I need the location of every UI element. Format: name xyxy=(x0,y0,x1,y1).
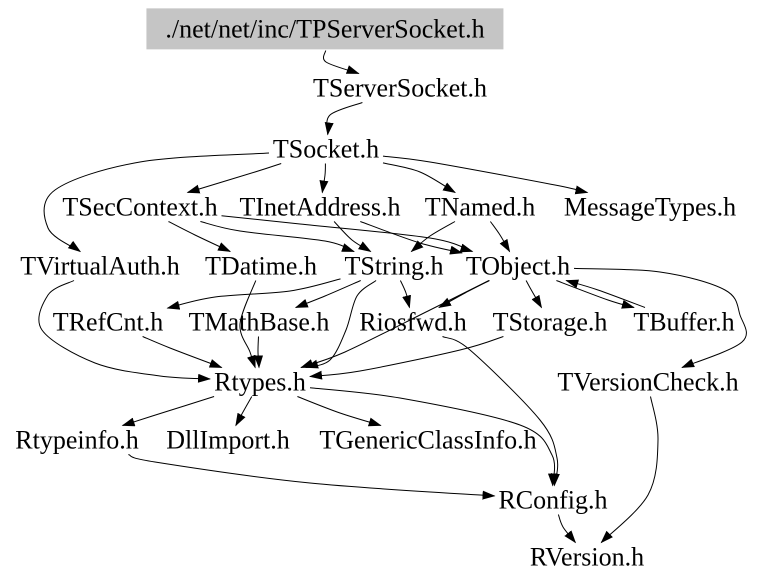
edge-TString-Riosfwd xyxy=(399,280,411,309)
node-Riosfwd[interactable]: Riosfwd.h xyxy=(359,307,467,337)
edge-TInetAddress-TString xyxy=(333,221,372,253)
edge-TSocket-TSecContext xyxy=(186,163,282,194)
edge-Riosfwd-RConfig xyxy=(442,336,560,487)
edge-TObject-TBuffer xyxy=(556,280,635,309)
edge-TServerSocket-TSocket xyxy=(324,102,363,136)
node-TGenericClassInfo[interactable]: TGenericClassInfo.h xyxy=(319,425,537,455)
node-TServerSocket[interactable]: TServerSocket.h xyxy=(312,73,488,103)
node-RVersion[interactable]: RVersion.h xyxy=(529,542,645,572)
node-TString[interactable]: TString.h xyxy=(344,251,444,281)
node-TVirtualAuth[interactable]: TVirtualAuth.h xyxy=(20,251,180,281)
edge-TSocket-TInetAddress xyxy=(319,163,329,194)
edge-Rtypes-Rtypeinfo xyxy=(121,396,215,427)
node-TObject[interactable]: TObject.h xyxy=(465,251,571,281)
edge-TSecContext-TString xyxy=(200,221,355,252)
edge-TSecContext-TDatime xyxy=(168,221,232,252)
node-RConfig[interactable]: RConfig.h xyxy=(498,485,608,515)
edge-Rtypes-DllImport xyxy=(235,396,253,427)
edge-TRefCnt-Rtypes xyxy=(142,336,223,368)
edge-TVirtualAuth-Rtypes xyxy=(38,280,211,383)
edge-TSocket-TVirtualAuth xyxy=(43,152,270,253)
edge-Rtypes-TGenericClassInfo xyxy=(297,396,382,427)
edge-TSocket-TNamed xyxy=(382,162,456,194)
node-TSocket[interactable]: TSocket.h xyxy=(272,134,380,164)
node-TMathBase[interactable]: TMathBase.h xyxy=(188,307,330,337)
node-TSecContext[interactable]: TSecContext.h xyxy=(62,192,218,222)
edge-Rtypeinfo-RConfig xyxy=(128,454,496,500)
edge-TVersionCheck-RVersion xyxy=(600,396,659,544)
node-TStorage[interactable]: TStorage.h xyxy=(492,307,608,337)
node-Rtypeinfo[interactable]: Rtypeinfo.h xyxy=(15,425,139,455)
edge-TNamed-TObject xyxy=(489,221,511,253)
node-DllImport[interactable]: DllImport.h xyxy=(166,425,290,455)
edge-TStorage-Rtypes xyxy=(309,336,504,380)
edge-TObject-TVersionCheck xyxy=(573,267,747,368)
edge-TString-Rtypes xyxy=(305,280,377,369)
edge-TDatime-Rtypes xyxy=(239,280,257,369)
edge-TObject-TStorage xyxy=(525,280,543,309)
node-TDatime[interactable]: TDatime.h xyxy=(205,251,317,281)
edge-TBuffer-TObject xyxy=(565,279,646,308)
node-TInetAddress[interactable]: TInetAddress.h xyxy=(239,192,401,222)
edge-Rtypes-RConfig xyxy=(309,387,557,487)
node-Rtypes[interactable]: Rtypes.h xyxy=(214,367,306,397)
edge-TString-TMathBase xyxy=(294,280,361,308)
edge-TSocket-MessageTypes xyxy=(382,155,589,195)
edge-RConfig-RVersion xyxy=(557,514,577,544)
node-TVersionCheck[interactable]: TVersionCheck.h xyxy=(557,367,739,397)
edge-TMathBase-Rtypes xyxy=(254,336,264,369)
edge-TObject-Rtypes xyxy=(300,280,490,368)
node-MessageTypes[interactable]: MessageTypes.h xyxy=(563,192,737,222)
node-TRefCnt[interactable]: TRefCnt.h xyxy=(52,307,164,337)
edge-TSecContext-TObject xyxy=(221,215,474,253)
node-TNamed[interactable]: TNamed.h xyxy=(424,192,536,222)
edge-TString-TRefCnt xyxy=(166,278,341,310)
edge-TNamed-TString xyxy=(410,221,456,253)
node-root: ./net/net/inc/TPServerSocket.h xyxy=(146,8,504,50)
edge-root-TServerSocket xyxy=(322,50,360,74)
node-TBuffer[interactable]: TBuffer.h xyxy=(633,307,735,337)
